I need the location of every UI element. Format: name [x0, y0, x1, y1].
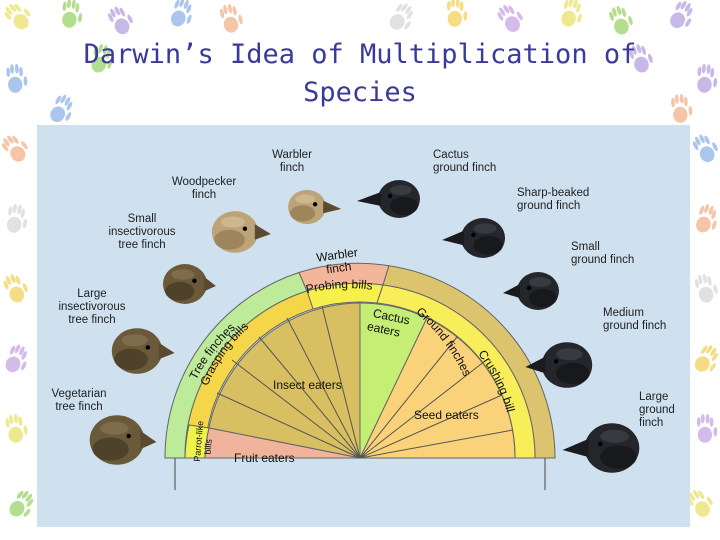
- hand-icon: [5, 487, 39, 522]
- slide-title: Darwin’s Idea of Multiplication of Speci…: [40, 36, 680, 112]
- small-ground-label-line: Small: [571, 241, 600, 253]
- woodpecker-label-line: Woodpecker: [172, 176, 237, 188]
- warbler-label-line: Warbler: [272, 149, 312, 161]
- title-line-1: Darwin’s Idea of Multiplication of: [40, 36, 680, 74]
- hand-icon: [1, 0, 35, 33]
- hand-icon: [0, 130, 32, 165]
- brown-finch-head-icon: [163, 264, 216, 304]
- finch-radiation-figure: Tree finches Ground finches Probing bill…: [37, 125, 690, 527]
- large-ground-label-line: Large: [639, 391, 668, 403]
- brown-finch-head-icon: [112, 328, 175, 374]
- small-ground-label-line: ground finch: [571, 254, 634, 266]
- cactus-ground-label-line: Cactus: [433, 149, 469, 161]
- large-insectivorous-label-line: insectivorous: [58, 301, 125, 313]
- sharp-beaked-label-line: Sharp-beaked: [517, 187, 589, 199]
- hand-icon: [2, 342, 33, 377]
- medium-ground-label-line: ground finch: [603, 320, 666, 332]
- cactus-ground-label-line: ground finch: [433, 162, 496, 174]
- hand-icon: [106, 2, 137, 37]
- small-insectivorous-label-line: Small: [128, 213, 157, 225]
- hand-icon: [691, 342, 720, 377]
- brown-finch-head-icon: [90, 415, 157, 464]
- fruit-eaters-label: Fruit eaters: [234, 451, 295, 465]
- vegetarian-label-line: Vegetarian: [52, 388, 107, 400]
- black-finch-head-icon: [563, 423, 640, 472]
- warbler-label-line: finch: [280, 162, 304, 174]
- hand-icon: [446, 0, 468, 27]
- title-line-2: Species: [40, 74, 680, 112]
- medium-ground-label-line: Medium: [603, 307, 644, 319]
- hand-icon: [696, 414, 717, 443]
- small-insectivorous-label-line: tree finch: [118, 239, 165, 251]
- sharp-beaked-label-line: ground finch: [517, 200, 580, 212]
- seed-eaters-label: Seed eaters: [414, 408, 479, 422]
- small-insectivorous-label-line: insectivorous: [108, 226, 175, 238]
- woodpecker-label-line: finch: [192, 189, 216, 201]
- hand-icon: [1, 271, 31, 305]
- hand-icon: [219, 2, 245, 34]
- svg-text:bills: bills: [203, 438, 214, 455]
- large-ground-label-line: ground: [639, 404, 675, 416]
- finch-radiation-diagram: Tree finches Ground finches Probing bill…: [37, 125, 690, 527]
- hand-icon: [690, 130, 720, 165]
- hand-icon: [495, 0, 528, 35]
- tan-finch-head-icon: [288, 190, 341, 224]
- hand-icon: [558, 0, 586, 30]
- hand-icon: [60, 0, 84, 29]
- hand-icon: [6, 63, 28, 93]
- hand-icon: [5, 412, 29, 443]
- vegetarian-label-line: tree finch: [55, 401, 102, 413]
- insect-eaters-label: Insect eaters: [273, 378, 342, 392]
- black-finch-head-icon: [503, 272, 559, 310]
- black-finch-head-icon: [357, 180, 420, 218]
- black-finch-head-icon: [442, 218, 505, 258]
- large-insectivorous-label-line: Large: [77, 288, 106, 300]
- large-insectivorous-label-line: tree finch: [68, 314, 115, 326]
- hand-icon: [693, 202, 720, 236]
- hand-icon: [386, 0, 419, 35]
- hand-icon: [4, 203, 30, 235]
- hand-icon: [695, 63, 719, 94]
- tan-finch-head-icon: [212, 211, 271, 253]
- hand-icon: [168, 0, 198, 30]
- hand-icon: [693, 272, 720, 305]
- hand-icon: [607, 3, 635, 37]
- large-ground-label-line: finch: [639, 417, 663, 429]
- hand-icon: [666, 0, 698, 33]
